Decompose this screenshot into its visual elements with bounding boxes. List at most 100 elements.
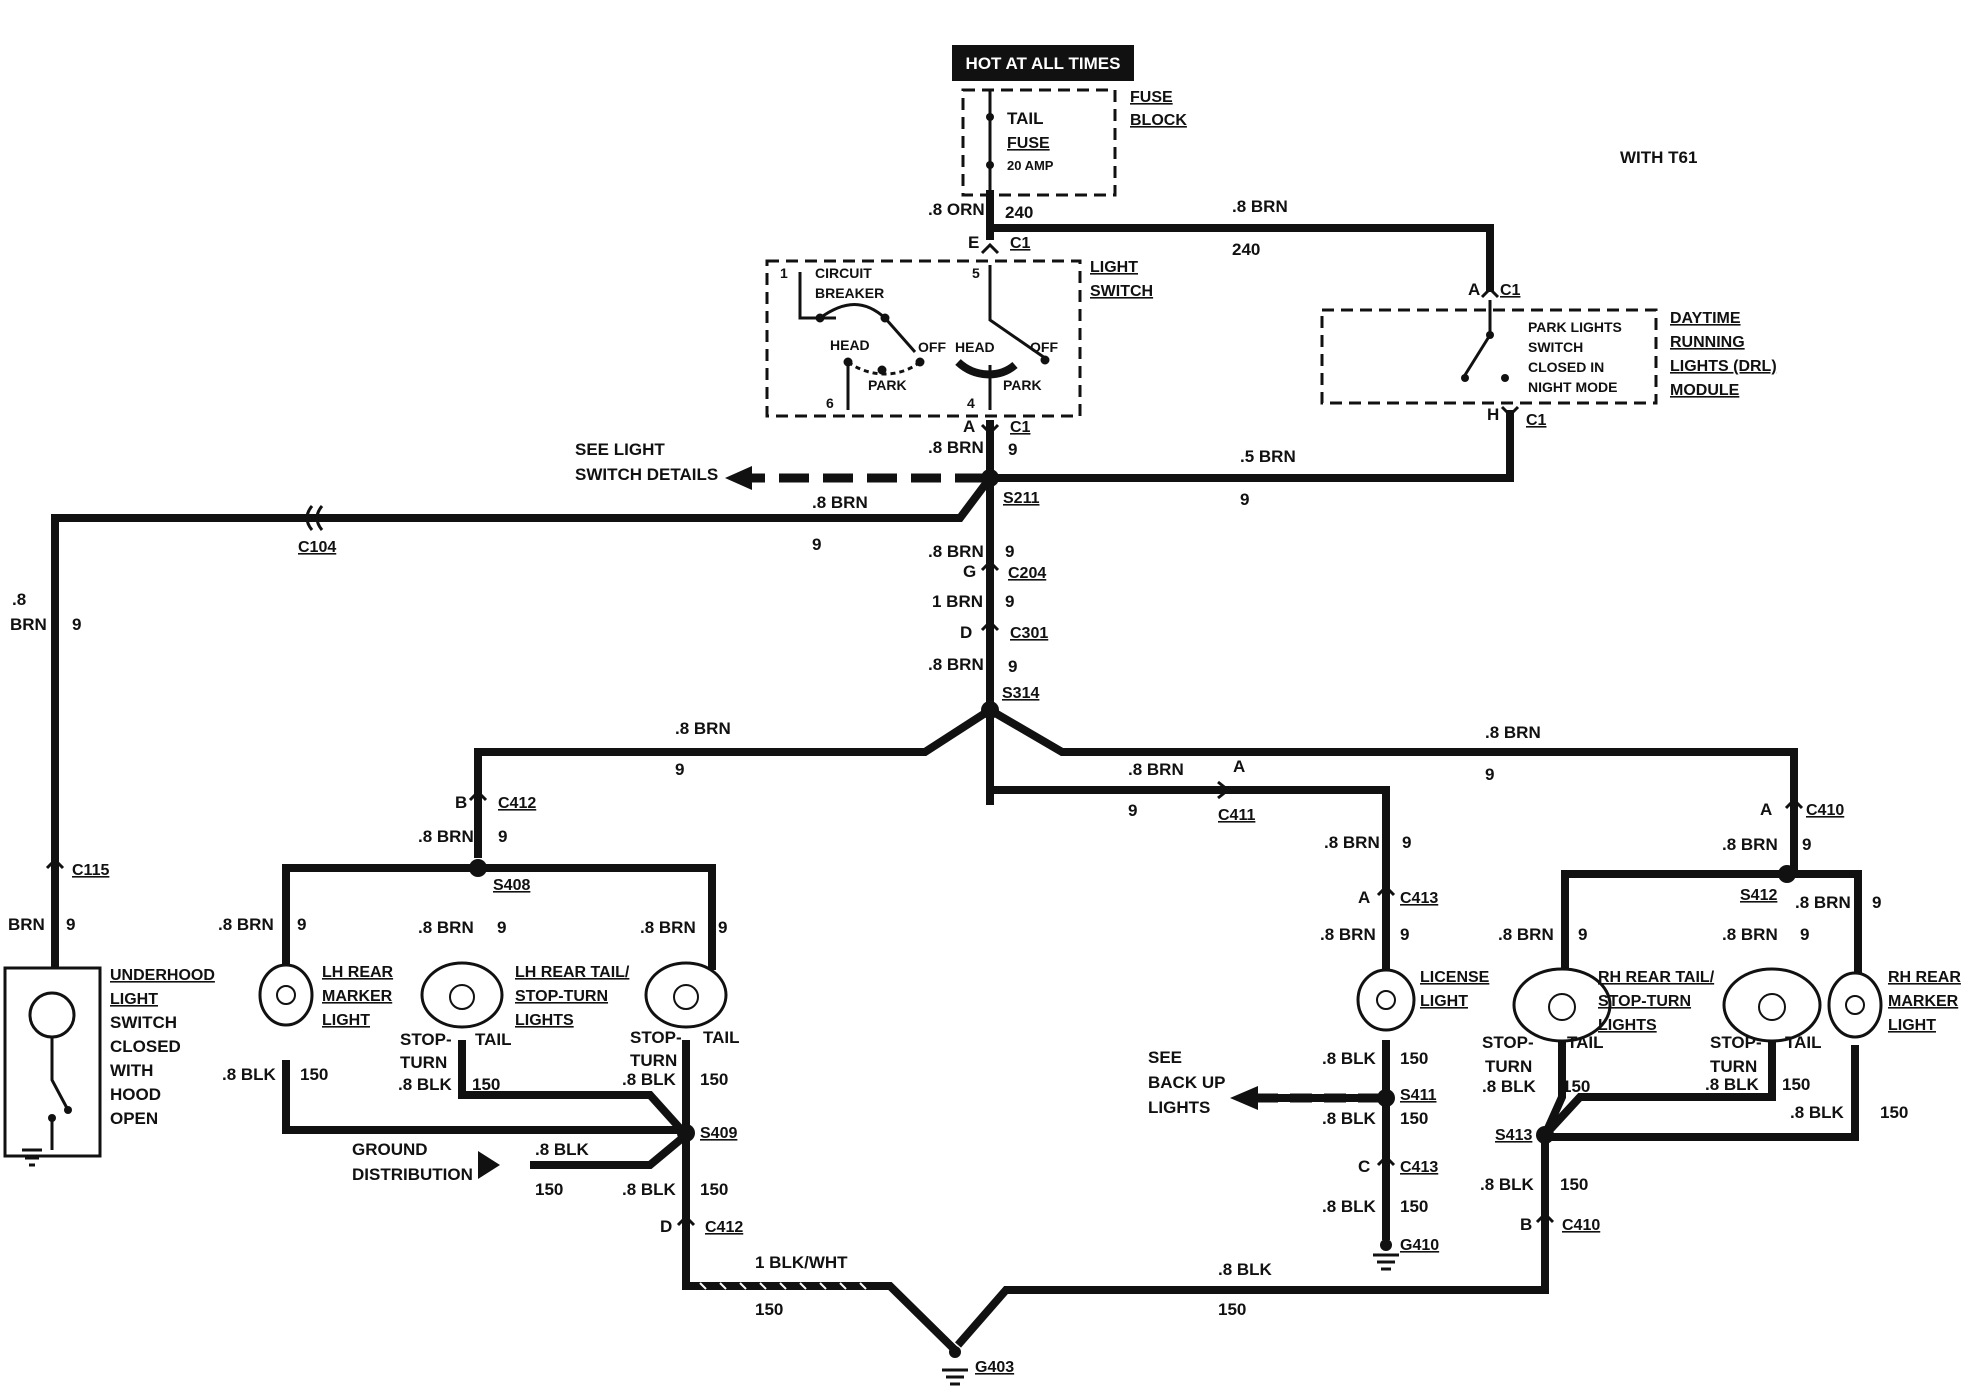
drl-note-1: PARK LIGHTS	[1528, 319, 1622, 335]
wire-size-label: .8 BRN	[928, 655, 984, 674]
wire-lh-ground-bus	[282, 1060, 686, 1134]
drl-title-1: DAYTIME	[1670, 310, 1741, 327]
off-label: OFF	[918, 339, 946, 355]
wire-size-label: .8 BLK	[398, 1075, 453, 1094]
connector-chevron	[1480, 286, 1500, 299]
lh-tail-label-1: LH REAR TAIL/	[515, 964, 630, 981]
circuit-number: 9	[1485, 765, 1494, 784]
wire-s314-to-c410	[987, 706, 1798, 872]
splice-s409	[677, 1124, 695, 1142]
wire-size-label: .5 BRN	[1240, 447, 1296, 466]
lh-marker-label-1: LH REAR	[322, 964, 394, 981]
connector-c104: C104	[298, 539, 336, 556]
splice-label-s211: S211	[1003, 490, 1040, 507]
license-label-1: LICENSE	[1420, 969, 1490, 986]
circuit-number: 150	[700, 1180, 728, 1199]
with-t61-label: WITH T61	[1620, 148, 1697, 167]
splice-label-s412: S412	[1740, 887, 1777, 904]
wire-size-label: .8 BLK	[1322, 1049, 1377, 1068]
see-backup-3: LIGHTS	[1148, 1098, 1210, 1117]
circuit-number: 9	[1578, 925, 1587, 944]
wire-drl-to-s211	[990, 410, 1514, 482]
wire-size-label: .8 BRN	[1128, 760, 1184, 779]
drl-note-2: SWITCH	[1528, 339, 1583, 355]
rh-tail-label-1: RH REAR TAIL/	[1598, 969, 1715, 986]
pin-1: 1	[780, 265, 788, 281]
wire-size-label: .8 BLK	[622, 1070, 677, 1089]
switch-terminal	[64, 1106, 72, 1114]
wire-size-label: .8 BLK	[535, 1140, 590, 1159]
wire-size-label: .8 BLK	[1322, 1197, 1377, 1216]
fuse-block-label-2: BLOCK	[1130, 112, 1187, 129]
fuse-block-outline	[961, 88, 1117, 197]
wire-s412-bus	[1561, 870, 1862, 985]
stop-turn-label-1: STOP-	[400, 1030, 452, 1049]
pin-b: B	[1520, 1215, 1532, 1234]
connector-chevron	[468, 789, 488, 802]
connector-c410: C410	[1562, 1217, 1600, 1234]
bulb-icon	[673, 984, 699, 1010]
wire-size-label: .8	[12, 590, 26, 609]
circuit-number: 150	[1562, 1077, 1590, 1096]
circuit-number: 150	[1880, 1103, 1908, 1122]
connector-c413: C413	[1400, 890, 1438, 907]
license-lamp	[1356, 968, 1416, 1032]
underhood-label-2: LIGHT	[110, 991, 158, 1008]
wire-size-label: .8 BLK	[1482, 1077, 1537, 1096]
park-label: PARK	[868, 377, 907, 393]
pin-a: A	[1233, 757, 1245, 776]
circuit-number: 9	[812, 535, 821, 554]
connector-chevron	[676, 1214, 696, 1227]
underhood-label-4: CLOSED	[110, 1037, 181, 1056]
wire-blkwht-to-g403	[682, 1270, 958, 1353]
wire-size-label: .8 BRN	[1498, 925, 1554, 944]
drl-title-4: MODULE	[1670, 382, 1740, 399]
splice-label-s314: S314	[1002, 685, 1039, 702]
wire-fuse-to-drl	[990, 224, 1494, 292]
splice-label-s413: S413	[1495, 1127, 1532, 1144]
wire-s408-bus	[282, 864, 716, 978]
wire-lh-tail-ground	[458, 1040, 689, 1138]
fuse-block-label-1: FUSE	[1130, 89, 1173, 106]
ground-distribution-1: GROUND	[352, 1140, 428, 1159]
park-label: PARK	[1003, 377, 1042, 393]
wire-size-label: .8 BRN	[1324, 833, 1380, 852]
connector-c115: C115	[72, 862, 109, 879]
pin-e: E	[968, 233, 979, 252]
lh-tail-label-2: STOP-TURN	[515, 988, 608, 1005]
stop-turn-label-1: STOP-	[1710, 1033, 1762, 1052]
wire-size-label: .8 BRN	[418, 827, 474, 846]
circuit-number: 9	[1005, 592, 1014, 611]
drl-terminal	[1486, 331, 1494, 339]
circuit-number: 9	[1402, 833, 1411, 852]
connector-c1: C1	[1526, 412, 1547, 429]
circuit-number: 150	[535, 1180, 563, 1199]
circuit-number: 150	[700, 1070, 728, 1089]
circuit-number: 9	[1008, 657, 1017, 676]
lh-marker-lamp	[258, 963, 314, 1027]
wire-rh-ground-1	[1541, 1040, 1566, 1137]
ground-icon	[22, 1148, 42, 1167]
license-label-2: LIGHT	[1420, 993, 1468, 1010]
wire-stripe	[699, 1282, 867, 1290]
lh-tail-lamp-2	[644, 961, 728, 1029]
fuse-terminal	[986, 161, 994, 169]
pin-g: G	[963, 562, 976, 581]
rh-tail-label-3: LIGHTS	[1598, 1017, 1657, 1034]
connector-chevron	[980, 559, 1000, 572]
bulb-icon	[1758, 993, 1786, 1021]
head-label: HEAD	[830, 337, 870, 353]
bulb-icon	[449, 984, 475, 1010]
underhood-label-6: HOOD	[110, 1085, 161, 1104]
see-switch-details-1: SEE LIGHT	[575, 440, 665, 459]
wire-network	[51, 190, 1862, 1353]
lh-tail-label-3: LIGHTS	[515, 1012, 574, 1029]
circuit-number: 9	[498, 827, 507, 846]
circuit-number: 9	[1240, 490, 1249, 509]
circuit-number: 9	[675, 760, 684, 779]
stop-turn-label-2: TURN	[400, 1053, 447, 1072]
circuit-number: 9	[1800, 925, 1809, 944]
tail-label: TAIL	[703, 1028, 740, 1047]
drl-note-3: CLOSED IN	[1528, 359, 1604, 375]
